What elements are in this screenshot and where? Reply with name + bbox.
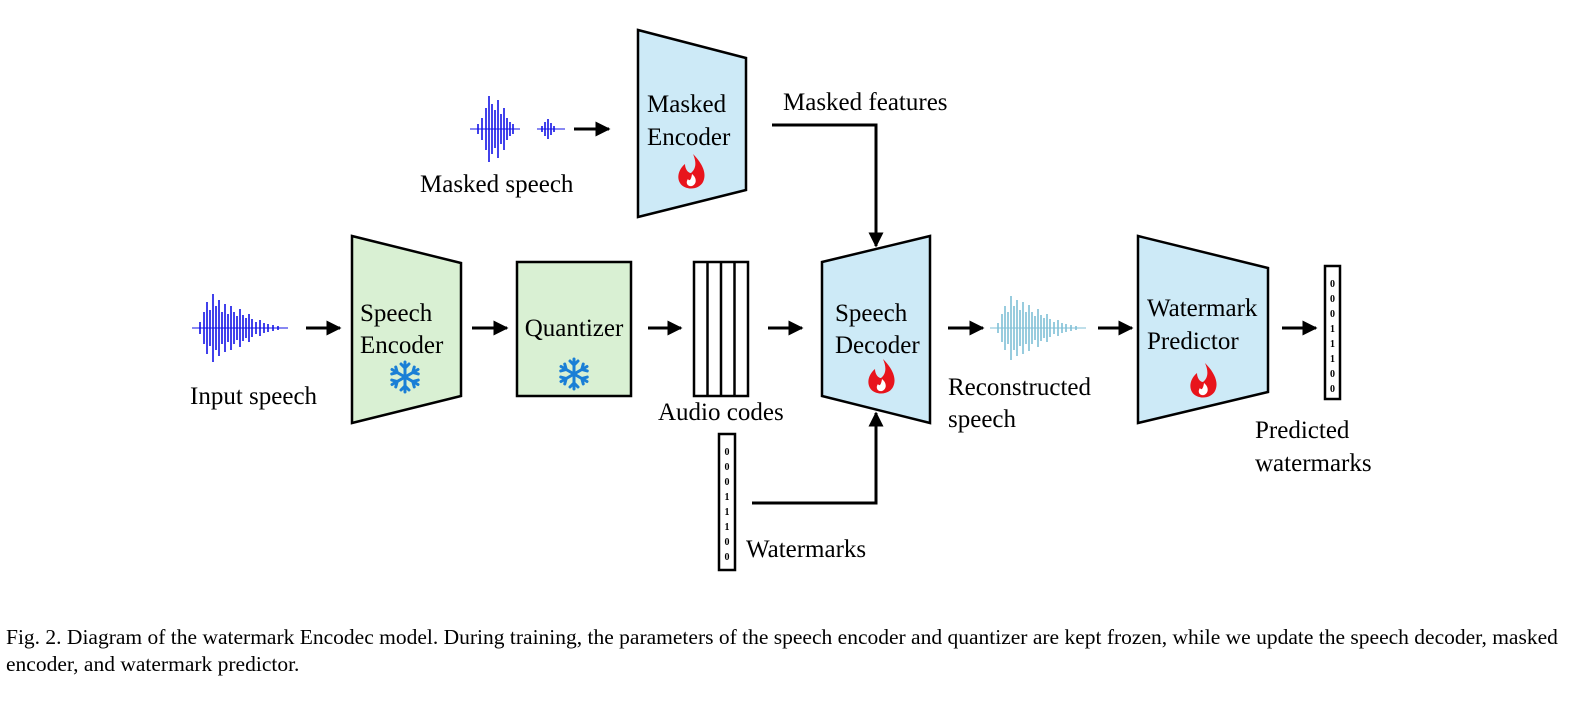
figure-caption: Fig. 2. Diagram of the watermark Encodec… (6, 625, 1558, 676)
bit: 1 (1330, 324, 1335, 335)
predicted-label-2: watermarks (1255, 450, 1372, 477)
bit: 0 (1330, 279, 1335, 290)
speech-encoder-label-1: Speech (360, 300, 433, 327)
masked-features-label: Masked features (783, 89, 948, 116)
encodec-diagram: Masked speech Masked Encoder Masked feat… (190, 28, 1372, 572)
predicted-label-1: Predicted (1255, 417, 1350, 444)
bit: 1 (725, 492, 730, 503)
speech-decoder-label-1: Speech (835, 300, 908, 327)
bit: 0 (725, 462, 730, 473)
bit: 0 (1330, 294, 1335, 305)
bit: 0 (725, 447, 730, 458)
speech-decoder-block: Speech Decoder (820, 234, 932, 425)
audio-codes-block (692, 260, 750, 398)
masked-encoder-block: Masked Encoder (636, 28, 748, 219)
bit: 1 (1330, 339, 1335, 350)
input-speech-waveform (192, 294, 288, 362)
watermarks-bits: 0 0 0 1 1 1 0 0 (717, 432, 737, 572)
quantizer-block: Quantizer (515, 260, 633, 398)
watermark-predictor-label-2: Predictor (1147, 328, 1239, 355)
bit: 1 (725, 522, 730, 533)
predicted-watermarks-bits: 0 0 0 1 1 1 0 0 (1323, 264, 1342, 401)
reconstructed-speech-waveform (990, 296, 1086, 360)
watermark-predictor-label-1: Watermark (1147, 295, 1258, 322)
speech-encoder-label-2: Encoder (360, 332, 444, 359)
bit: 0 (725, 477, 730, 488)
masked-encoder-label-1: Masked (647, 91, 727, 118)
input-speech-label: Input speech (190, 383, 318, 410)
watermarks-label: Watermarks (746, 536, 866, 563)
speech-decoder-label-2: Decoder (835, 332, 920, 359)
watermark-predictor-block: Watermark Predictor (1136, 234, 1270, 425)
bit: 0 (1330, 384, 1335, 395)
bit: 1 (1330, 354, 1335, 365)
arrow-masked-features (772, 123, 884, 248)
bit: 0 (1330, 309, 1335, 320)
bit: 0 (725, 552, 730, 563)
bit: 1 (725, 507, 730, 518)
speech-encoder-block: Speech Encoder (350, 234, 463, 425)
audio-codes-label: Audio codes (658, 399, 784, 426)
arrow-watermarks-decoder (752, 411, 884, 505)
bit: 0 (725, 537, 730, 548)
quantizer-label: Quantizer (525, 315, 624, 342)
reconstructed-label-1: Reconstructed (948, 374, 1092, 401)
masked-speech-waveform (470, 96, 565, 162)
bit: 0 (1330, 369, 1335, 380)
masked-speech-label: Masked speech (420, 171, 574, 198)
masked-encoder-label-2: Encoder (647, 124, 731, 151)
reconstructed-label-2: speech (948, 406, 1017, 433)
